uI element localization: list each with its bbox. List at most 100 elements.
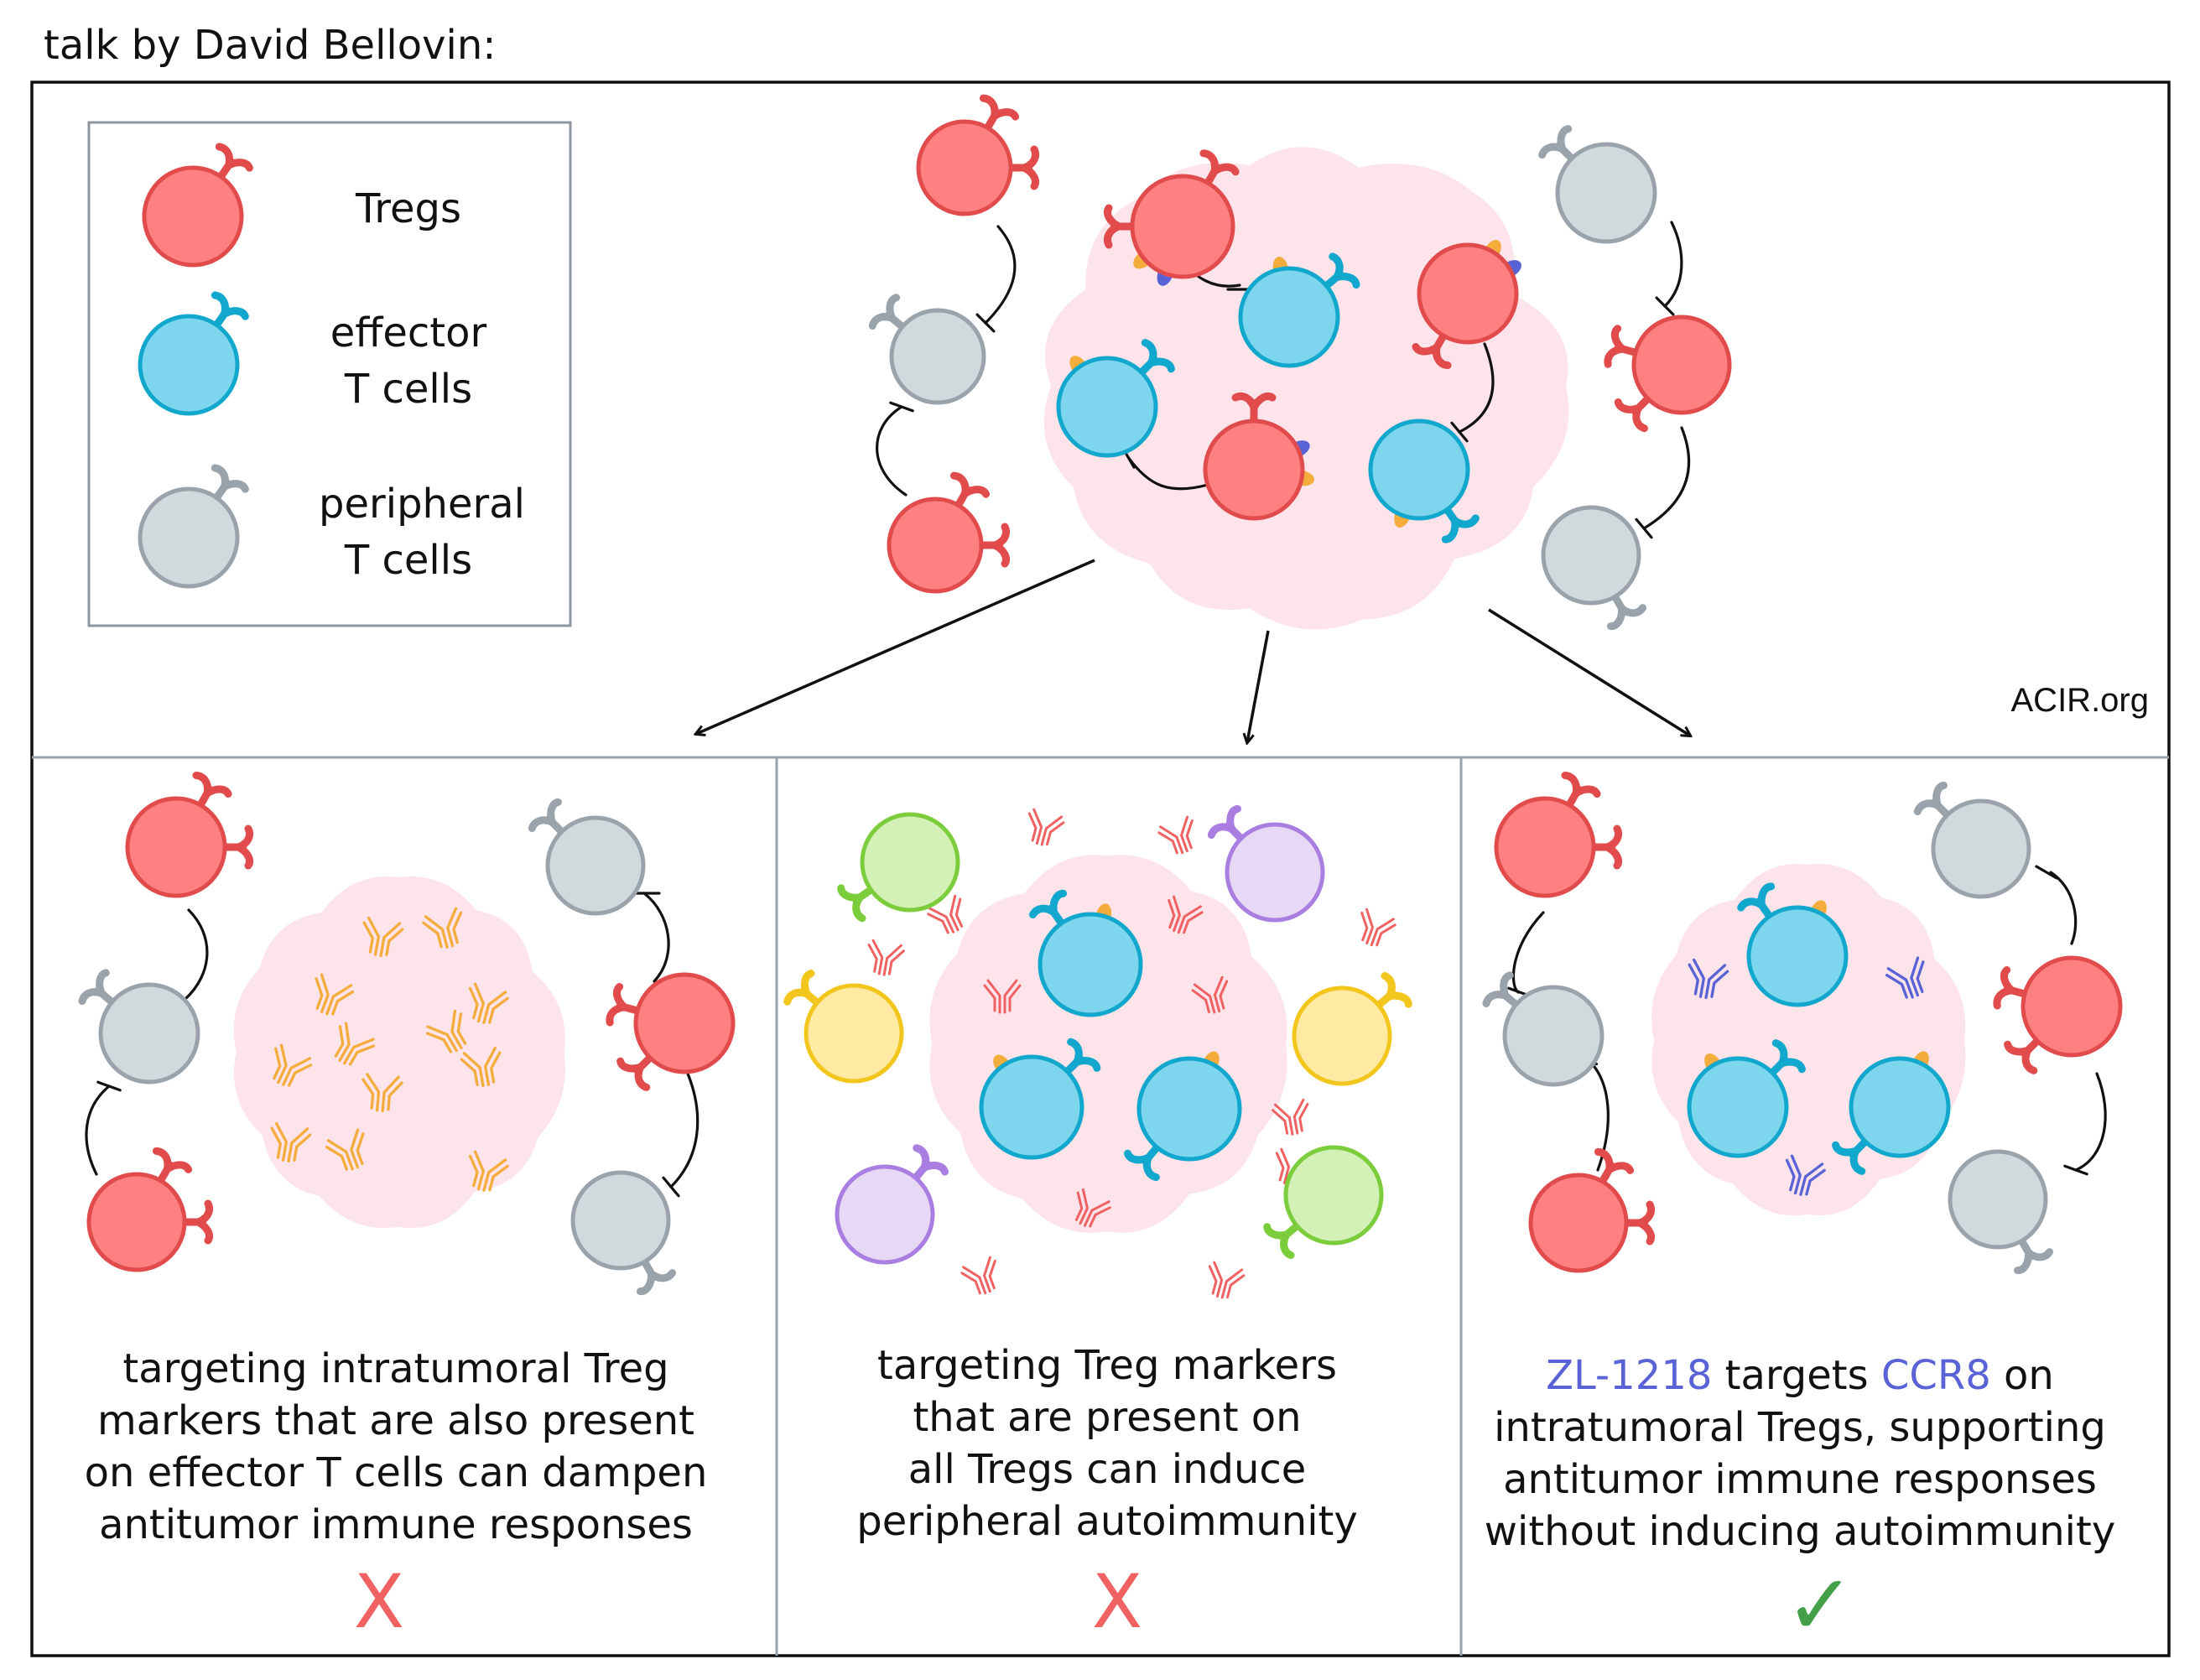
effector-t-cell-body xyxy=(1687,1056,1789,1158)
treg-cell-body xyxy=(1130,174,1235,279)
antibody-icon xyxy=(1272,1098,1309,1136)
panel-2-caption-line-4: peripheral autoimmunity xyxy=(856,1498,1358,1545)
panel-1-verdict: X xyxy=(354,1558,404,1645)
peripheral-t-cell-body xyxy=(98,982,200,1084)
treg-cell-body xyxy=(86,1172,187,1272)
arrow-to-panel-1 xyxy=(696,559,1095,734)
green-cell xyxy=(837,812,960,923)
treg-cell-body xyxy=(2021,955,2123,1058)
antibody-icon xyxy=(425,1009,467,1053)
panel-2-caption: targeting Treg markers that are present … xyxy=(856,1342,1358,1545)
peripheral-t-cell-body xyxy=(1555,142,1657,244)
treg-cell xyxy=(1104,149,1240,286)
receptor-icon xyxy=(1412,327,1452,369)
antibody-icon xyxy=(422,907,463,949)
antibody-icon xyxy=(1027,808,1065,846)
yellow-cell xyxy=(1292,972,1412,1086)
inhibition-connector xyxy=(876,401,914,497)
treg-cell-body xyxy=(1528,1173,1629,1273)
antibody-icon xyxy=(270,1121,312,1163)
treg-cell xyxy=(1203,393,1314,521)
treg-cell-body xyxy=(1494,796,1596,898)
antibody-icon xyxy=(1191,975,1229,1014)
treg-cell xyxy=(1494,772,1622,898)
panel-3-caption-line-4: without inducing autoimmunity xyxy=(1485,1508,2116,1555)
inhibition-connector xyxy=(2035,865,2078,945)
green-cell xyxy=(1263,1145,1384,1259)
legend: Tregs effector T cells peripheral T cell… xyxy=(87,121,572,627)
effector-t-cell-body xyxy=(1746,905,1849,1007)
effector-t-cell xyxy=(1832,1051,1951,1175)
panel-3-caption: ZL-1218 targets CCR8 on intratumoral Tre… xyxy=(1485,1352,2116,1555)
effector-t-cell-body xyxy=(1238,266,1340,368)
peripheral-t-cell xyxy=(78,969,200,1084)
panel-2-caption-line-3: all Tregs can induce xyxy=(908,1446,1307,1493)
peripheral-t-cell xyxy=(868,294,986,405)
treg-cell xyxy=(86,1147,213,1272)
inhibition-connector xyxy=(662,1072,700,1198)
tumor-panel-1 xyxy=(233,876,565,1229)
legend-frame xyxy=(87,121,572,627)
antibody-icon xyxy=(468,982,509,1024)
inhibition-connector xyxy=(1635,426,1691,539)
effector-t-cell-body xyxy=(1368,419,1470,521)
effector-t-cell xyxy=(1238,252,1360,368)
treg-cell-body xyxy=(887,497,984,594)
panel-3-verdict: ✓ xyxy=(1785,1556,1855,1654)
header-title: talk by David Bellovin: xyxy=(44,22,496,69)
peripheral-t-cell-body xyxy=(1931,798,2031,899)
inhibition-connector xyxy=(975,225,1017,333)
antibody-icon xyxy=(867,939,905,976)
antibody-icon xyxy=(983,979,1022,1014)
antibody-icon xyxy=(1074,1188,1111,1228)
effector-t-cell-body xyxy=(1136,1056,1242,1162)
antibody-icon xyxy=(361,1073,403,1113)
caption-mid: targets xyxy=(1712,1352,1880,1399)
peripheral-t-cell-body xyxy=(889,308,986,405)
panel-3-caption-line-1: ZL-1218 targets CCR8 on xyxy=(1546,1352,2054,1399)
treg-cell-body xyxy=(1631,315,1732,415)
check-icon: ✓ xyxy=(1785,1556,1855,1654)
panel-1-caption-line-2: markers that are also present xyxy=(97,1397,694,1444)
peripheral-t-cell xyxy=(1482,971,1604,1087)
treg-cell-body xyxy=(633,972,736,1074)
panel-2-caption-line-1: targeting Treg markers xyxy=(877,1342,1337,1389)
antibody-icon xyxy=(927,894,964,934)
treg-cell xyxy=(1993,955,2123,1074)
peripheral-t-cell xyxy=(1538,125,1657,244)
yellow-cell-body xyxy=(804,983,904,1084)
purple-cell xyxy=(1207,804,1325,923)
panel-1-caption-line-1: targeting intratumoral Treg xyxy=(122,1345,668,1392)
peripheral-t-cell xyxy=(528,798,646,916)
antibody-icon xyxy=(334,1022,376,1066)
antibody-icon xyxy=(1168,895,1204,934)
antibody-icon xyxy=(1688,958,1729,1000)
cross-icon: X xyxy=(1092,1558,1142,1645)
inhibition-connector xyxy=(1655,221,1683,316)
drug-name: ZL-1218 xyxy=(1546,1352,1712,1399)
antibody-icon xyxy=(362,916,404,958)
target-name: CCR8 xyxy=(1881,1352,1991,1399)
green-cell-body xyxy=(1283,1145,1384,1246)
effector-t-cell xyxy=(1687,1039,1806,1158)
inhibition-connector xyxy=(1450,342,1495,443)
antibody-icon xyxy=(468,1150,509,1192)
effector-t-cell-body xyxy=(1849,1056,1951,1158)
cross-icon: X xyxy=(354,1558,404,1645)
peripheral-t-cell-body xyxy=(1541,505,1641,606)
inhibition-connector xyxy=(1507,911,1545,998)
green-cell-body xyxy=(860,812,960,913)
treg-cell-body xyxy=(142,165,244,268)
branch-arrows xyxy=(696,559,1690,742)
receptor-icon xyxy=(1606,588,1647,631)
peripheral-t-cell xyxy=(1913,781,2031,899)
treg-cell-body xyxy=(125,796,227,898)
effector-t-cell xyxy=(138,291,249,416)
legend-label-peripheral-2: T cells xyxy=(344,537,472,584)
receptor-icon xyxy=(908,1144,949,1186)
arrow-to-panel-3 xyxy=(1488,608,1690,736)
treg-cell-body xyxy=(1417,242,1519,345)
peripheral-t-cell-body xyxy=(570,1170,671,1271)
effector-t-cell xyxy=(1124,1051,1242,1182)
